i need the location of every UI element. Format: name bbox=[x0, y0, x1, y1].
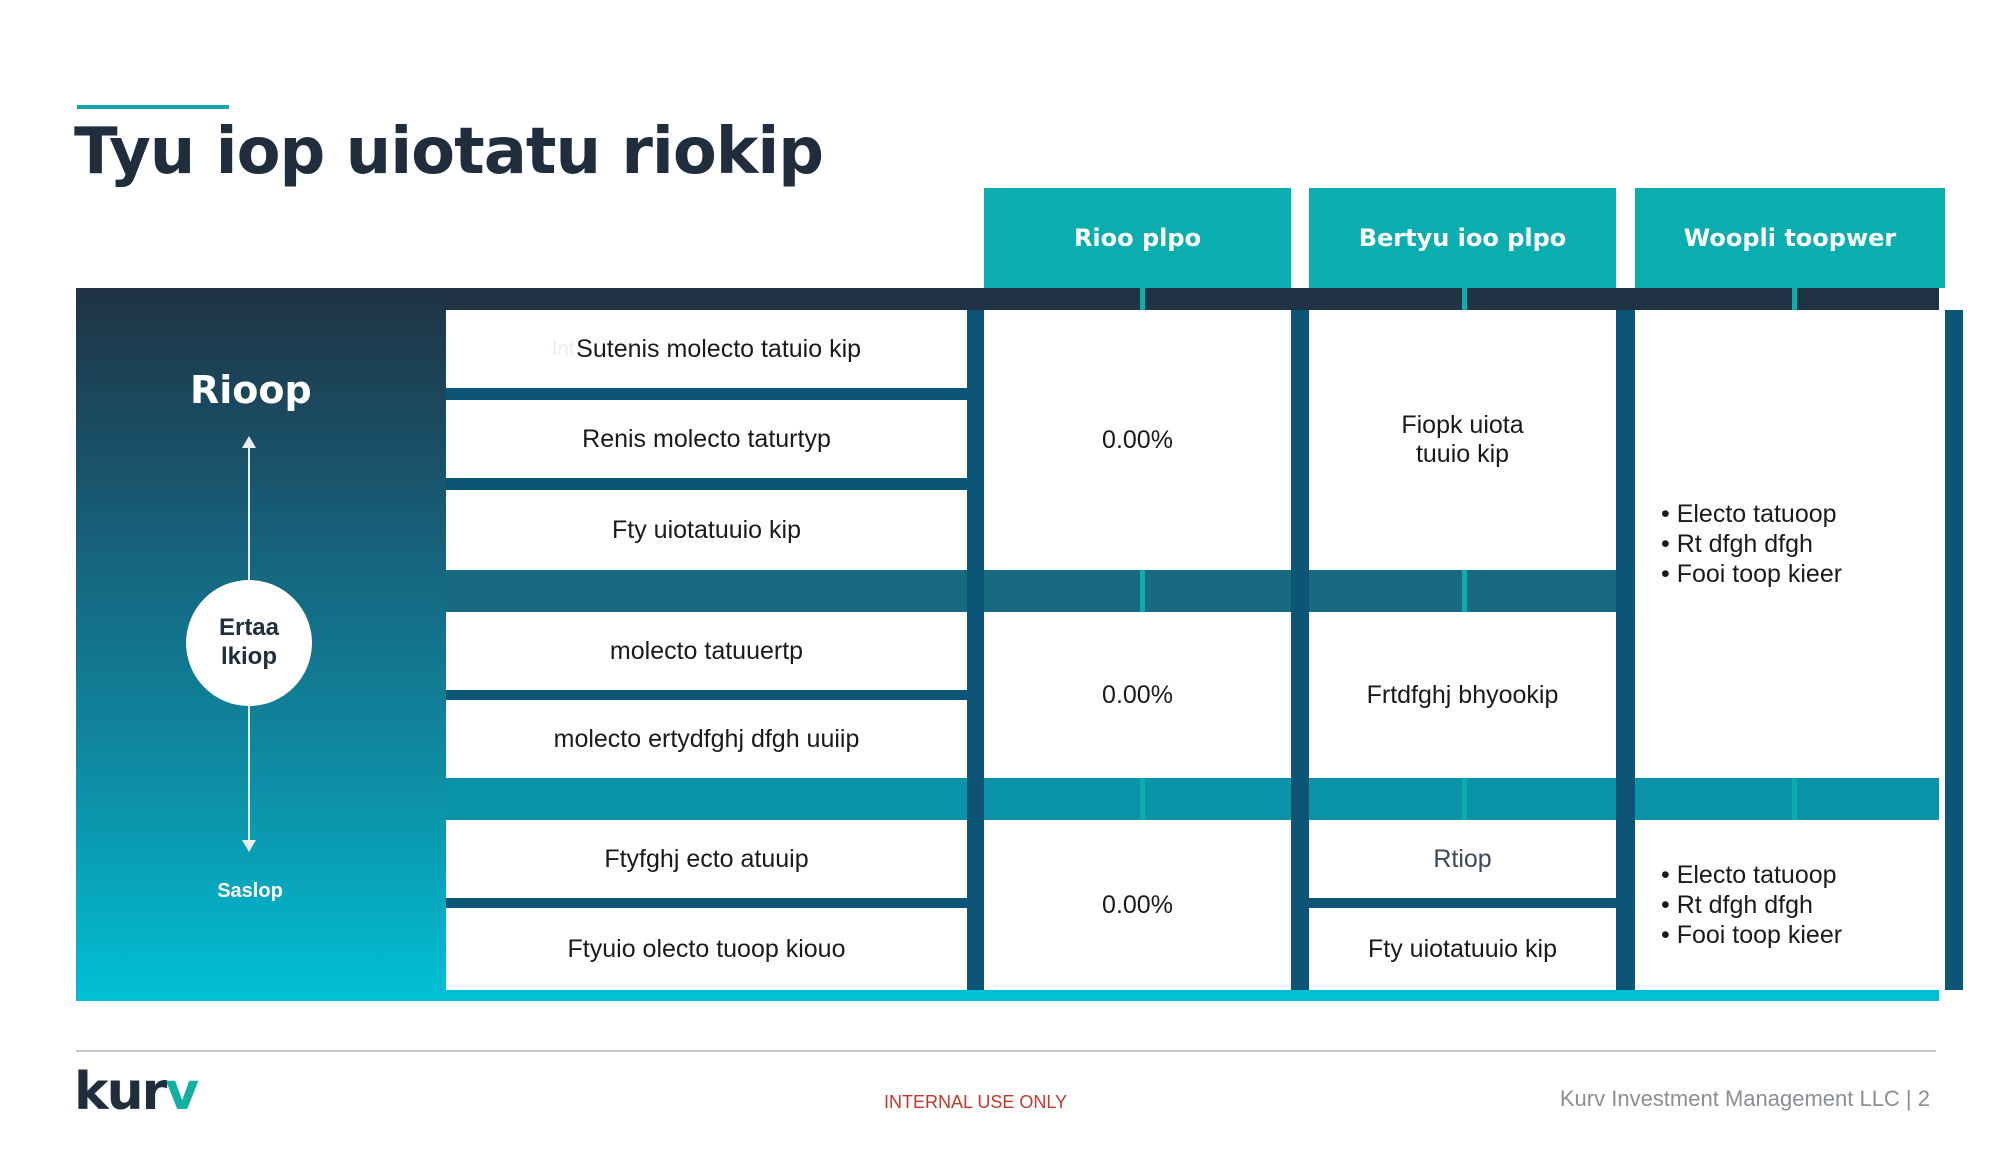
side-bottom-label: Saslop bbox=[217, 880, 283, 902]
footer-divider bbox=[76, 1050, 1936, 1052]
page-title: Tyu iop uiotatu riokip bbox=[74, 115, 824, 189]
rate-cell-1: 0.00% bbox=[984, 310, 1291, 570]
col2-cell-3a: Rtiop bbox=[1309, 820, 1616, 898]
bullet-item: • Fooi toop kieer bbox=[1661, 560, 1843, 588]
row-label-1a: Int Sutenis molecto tatuio kip bbox=[446, 310, 967, 388]
column-divider bbox=[1945, 310, 1963, 990]
row-label-3a: Ftyfghj ecto atuuip bbox=[446, 820, 967, 898]
row-label-2a: molecto tatuuertp bbox=[446, 612, 967, 690]
row-label-3b: Ftyuio olecto tuoop kiouo bbox=[446, 908, 967, 990]
row-label-2b: molecto ertydfghj dfgh uuiip bbox=[446, 700, 967, 778]
column-header-woopli-toopwer: Woopli toopwer bbox=[1635, 188, 1945, 288]
row-divider bbox=[446, 478, 967, 490]
column-divider bbox=[967, 310, 984, 990]
row-divider bbox=[446, 690, 967, 700]
column-divider bbox=[1291, 310, 1309, 990]
arrow-line-top bbox=[248, 446, 250, 586]
footer-company-page: Kurv Investment Management LLC | 2 bbox=[1559, 1086, 1930, 1111]
row-label-1b: Renis molecto taturtyp bbox=[446, 400, 967, 478]
col3-cell-bottom: • Electo tatuoop • Rt dfgh dfgh • Fooi t… bbox=[1635, 820, 1945, 990]
rate-cell-2: 0.00% bbox=[984, 612, 1291, 778]
column-header-bertyu-ioo-plpo: Bertyu ioo plpo bbox=[1309, 188, 1616, 288]
side-top-label: Rioop bbox=[190, 368, 312, 412]
col2-cell-1-line-1: Fiopk uiota bbox=[1401, 411, 1524, 439]
circle-line-1: Ertaa bbox=[218, 614, 280, 642]
col2-cell-1: Fiopk uiota tuuio kip bbox=[1309, 310, 1616, 570]
row-divider bbox=[446, 898, 967, 908]
column-divider bbox=[1616, 310, 1635, 990]
arrow-down-icon bbox=[242, 840, 256, 852]
row-divider bbox=[1309, 898, 1616, 908]
bullet-list-bottom: • Electo tatuoop • Rt dfgh dfgh • Fooi t… bbox=[1661, 860, 1842, 950]
column-connector bbox=[1140, 570, 1145, 612]
arrow-line-bottom bbox=[248, 706, 250, 842]
column-header-rioo-plpo: Rioo plpo bbox=[984, 188, 1291, 288]
top-band bbox=[446, 288, 1939, 310]
bullet-list-top: • Electo tatuoop • Rt dfgh dfgh • Fooi t… bbox=[1661, 499, 1842, 589]
kurv-logo: kurv bbox=[74, 1062, 199, 1122]
bullet-item: • Fooi toop kieer bbox=[1661, 921, 1843, 949]
row-separator-band-2 bbox=[446, 778, 1939, 820]
row-label-1c: Fty uiotatuuio kip bbox=[446, 490, 967, 570]
bullet-item: • Rt dfgh dfgh bbox=[1661, 530, 1813, 558]
col3-cell-top: • Electo tatuoop • Rt dfgh dfgh • Fooi t… bbox=[1635, 310, 1945, 778]
column-connector bbox=[1462, 288, 1467, 310]
column-connector bbox=[1140, 778, 1145, 820]
column-connector bbox=[1462, 778, 1467, 820]
column-connector bbox=[1792, 778, 1797, 820]
row-divider bbox=[446, 388, 967, 400]
column-connector bbox=[1792, 288, 1797, 310]
col2-cell-2: Frtdfghj bhyookip bbox=[1309, 612, 1616, 778]
bullet-item: • Electo tatuoop bbox=[1661, 861, 1837, 889]
rate-cell-3: 0.00% bbox=[984, 820, 1291, 990]
column-connector bbox=[1462, 570, 1467, 612]
logo-main: kur bbox=[74, 1062, 167, 1122]
center-circle: Ertaa lkiop bbox=[186, 580, 312, 706]
internal-use-label: INTERNAL USE ONLY bbox=[884, 1092, 1068, 1112]
column-connector bbox=[1140, 288, 1145, 310]
row-label-text: Sutenis molecto tatuio kip bbox=[576, 334, 862, 363]
faint-text: Int bbox=[551, 337, 575, 360]
bullet-item: • Electo tatuoop bbox=[1661, 500, 1837, 528]
title-accent-line bbox=[77, 105, 229, 109]
circle-line-2: lkiop bbox=[220, 643, 277, 670]
logo-accent: v bbox=[165, 1062, 199, 1122]
bullet-item: • Rt dfgh dfgh bbox=[1661, 891, 1813, 919]
col2-cell-1-line-2: tuuio kip bbox=[1415, 440, 1510, 468]
arrow-up-icon bbox=[242, 436, 256, 448]
col2-cell-3b: Fty uiotatuuio kip bbox=[1309, 908, 1616, 990]
